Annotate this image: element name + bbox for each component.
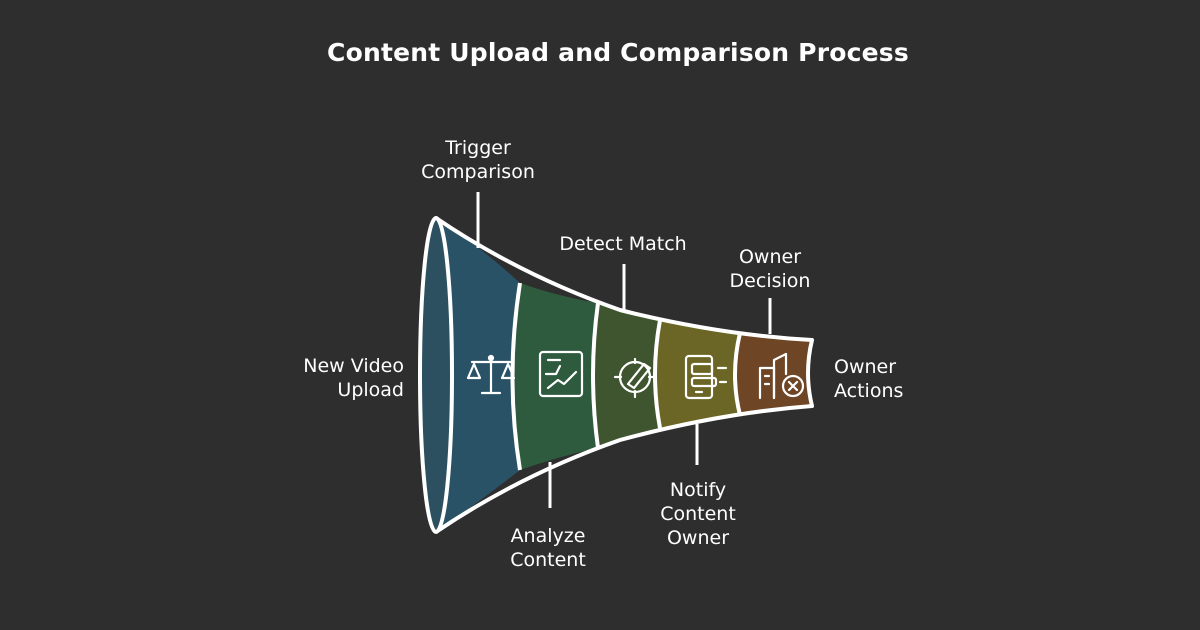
funnel-divider [591, 302, 600, 449]
label-notify-content-owner: Notify Content Owner [660, 479, 736, 549]
page-title: Content Upload and Comparison Process [327, 38, 909, 67]
funnel-mouth [418, 216, 454, 534]
funnel-segment-analyze [512, 283, 598, 470]
label-owner-actions: Owner Actions [834, 356, 904, 402]
building-cancel-icon [758, 352, 805, 400]
chart-monitor-icon [538, 350, 584, 398]
balance-scale-icon [466, 354, 516, 395]
funnel-segment-detect [593, 303, 660, 448]
phone-message-icon [684, 354, 728, 400]
label-owner-decision: Owner Decision [729, 246, 811, 292]
label-new-video-upload: New Video Upload [303, 355, 404, 401]
target-pen-icon [613, 357, 657, 399]
funnel-outline [434, 216, 814, 534]
label-analyze-content: Analyze Content [510, 525, 586, 571]
funnel-divider [653, 319, 662, 429]
funnel-segment-decision [735, 333, 810, 415]
label-trigger-comparison: Trigger Comparison [421, 137, 535, 183]
label-detect-match: Detect Match [559, 233, 687, 255]
funnel-divider [733, 332, 742, 416]
